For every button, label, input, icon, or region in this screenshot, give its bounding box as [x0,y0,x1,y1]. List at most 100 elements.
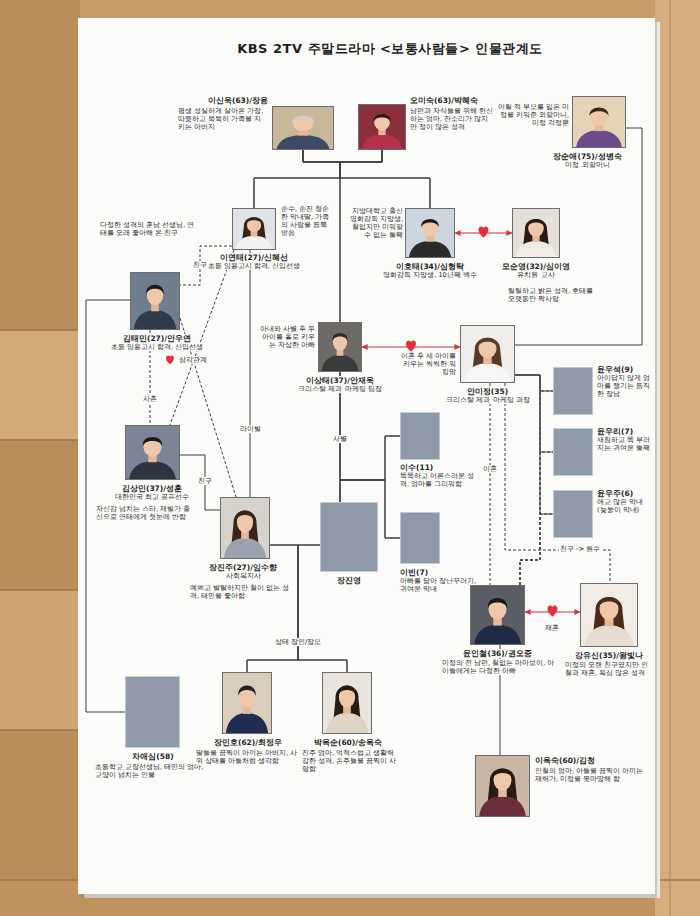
portrait-clothes [326,713,368,733]
character-name: 장진영 [337,576,361,585]
character-description: 자신감 넘치는 스타, 재벌가 출신으로 연태에게 첫눈에 반함 [96,505,190,521]
character-photo: 김상민(37)/성훈대한민국 최고 골프선수자신감 넘치는 스타, 재벌가 출신… [125,425,180,480]
portrait-face [333,334,347,351]
relation-line [303,150,430,208]
text-slot: 이호태(34)/심형탁 [378,262,482,271]
portrait-illustration [221,498,269,558]
portrait-face [528,220,544,237]
character-role: 영화감독 지망생, 10년째 백수 [383,271,477,279]
text-slot: 어릴 적 부모를 잃은 미정을 키워준 외할머니, 미정 걱정뿐 [497,104,569,128]
portrait-hair [334,686,361,720]
text-slot: 아내와 사별 후 두 아이를 홀로 키우는 자상한 아빠 [255,326,315,350]
text-slot: 다정한 성격의 훈남 선생님, 연태를 오래 좋아해 온 친구 [100,222,195,238]
portrait-hair [232,511,259,545]
portrait-ground [323,673,371,733]
text-slot: 이옥숙(60)/김청 [535,756,650,765]
character-description: 진주 엄마, 억척스럽고 생활력 강한 성격, 손주들을 끔찍이 사랑함 [302,749,396,773]
relation-line [520,391,553,585]
text-slot: 장순애(75)/성병숙 [540,152,635,161]
portrait-clothes [474,625,521,644]
portrait-ground [359,105,405,149]
relation-label: 재혼 [544,624,560,632]
character-photo: 이호태(34)/심형탁영화감독 지망생, 10년째 백수지방대학교 출신 영화감… [405,208,455,258]
character-description: 평생 성실하게 살아온 가장, 따뜻하고 묵묵히 가족을 지키는 아버지 [178,107,263,131]
portrait-ground [131,273,179,329]
character-name: 이수(11) [400,463,433,472]
text-slot: 미정의 오랜 친구였지만 인철과 재혼, 욕심 많은 성격 [565,662,653,678]
character-description: 초등학교 교장선생님, 태민의 엄마, 교양이 넘치는 인물 [95,763,203,779]
character-description: 순수, 순진 청순한 막내딸, 가족의 사랑을 듬뿍 받음 [281,205,329,237]
child-placeholder: 차애심(58)초등학교 교장선생님, 태민의 엄마, 교양이 넘치는 인물 [125,676,180,748]
text-slot: 김상민(37)/성훈 [92,484,212,493]
character-role: 초등 임용고시 합격, 신입선생 [208,262,300,270]
text-slot: 이빈(7) [400,568,480,577]
text-slot: 윤우주(6) [597,489,653,498]
text-slot: 딸들을 끔찍이 아끼는 아버지, 사위 상태를 아들처럼 생각함 [196,750,298,766]
portrait-illustration [573,97,625,147]
character-name: 이호태(34)/심형탁 [396,262,464,271]
character-photo: 이옥숙(60)/김청인철의 엄마, 아들을 끔찍이 아끼는 재력가, 미정을 못… [475,755,530,817]
portrait-ground [581,584,637,646]
portrait-face [422,220,438,237]
portrait-clothes [362,134,402,149]
portrait-hair [488,769,518,803]
child-placeholder: 장진영 [320,502,378,572]
portrait-hair [478,338,497,348]
child-placeholder: 윤우석(9)아이답지 않게 엄마를 챙기는 듬직한 장남 [553,367,593,415]
portrait-face [478,339,496,359]
portrait-illustration [581,584,637,646]
character-role: 미정 외할머니 [565,161,609,169]
portrait-clothes [464,363,511,382]
label-slot: 재혼 [544,625,560,633]
heart-symbol [166,356,174,365]
character-name: 윤우주(6) [597,489,633,498]
label-slot: 친구 -> 원수 [559,546,601,554]
text-slot: 자신감 넘치는 스타, 재벌가 출신으로 연태에게 첫눈에 반함 [96,506,196,522]
character-name: 차애심(58) [132,752,173,761]
paper-sheet [78,18,655,894]
portrait-hair [374,114,391,122]
portrait-clothes [516,241,556,257]
text-slot: 이신욱(63)/장용 [178,96,268,105]
portrait-ground [471,586,524,644]
character-name: 박옥순(60)/송옥숙 [314,738,382,747]
text-slot: 아빠를 닮아 장난꾸러기, 귀여운 막내 [400,578,478,594]
character-role: 크리스탈 제과 마케팅 과장 [446,396,529,404]
character-name: 이옥숙(60)/김청 [535,756,595,765]
plank-seam [0,729,80,731]
relation-label: 사별 [332,435,348,443]
portrait-illustration [273,107,333,149]
child-placeholder: 이빈(7)아빠를 닮아 장난꾸러기, 귀여운 막내 [400,512,440,564]
relation-line [303,150,340,322]
portrait-ground [406,209,454,257]
portrait-face [374,115,390,130]
relation-line [340,436,400,502]
portrait-illustration [131,273,179,329]
portrait-ground [513,209,559,257]
portrait-hair [488,598,507,608]
character-photo: 모순영(32)/심이영유치원 교사털털하고 밝은 성격, 호태를 오랫동안 짝사… [512,208,560,258]
text-slot: 크리스탈 제과 마케팅 과장 [427,397,549,405]
portrait-clothes [584,625,633,646]
text-slot: 강유신(35)/왕빛나 [565,651,653,660]
character-photo: 장진주(27)/임수향사회복지사예쁘고 발랄하지만 철이 없는 성격, 태민을 … [220,497,270,559]
relation-line [303,150,382,162]
portrait-clothes [224,538,266,558]
label-slot: 친구 [197,478,213,486]
portrait-illustration [476,756,529,816]
character-name: 이신욱(63)/장용 [208,96,268,105]
text-slot: 장진영 [310,576,388,585]
relation-line [180,455,220,510]
character-photo: 이신욱(63)/장용평생 성실하게 살아온 가장, 따뜻하고 묵묵히 가족을 지… [272,106,334,150]
character-role: 크리스탈 제과 마케팅 팀장 [298,385,381,393]
portrait-hair [332,333,347,341]
portrait-ground [461,326,514,382]
portrait-ground [476,756,529,816]
text-slot: 사회복지사 [188,573,298,581]
character-description: 아내와 사별 후 두 아이를 홀로 키우는 자상한 아빠 [260,325,315,349]
text-slot: 장민호(62)/최정우 [196,738,300,747]
relation-label: 사촌 [142,395,158,403]
character-role: 사회복지사 [226,572,261,580]
